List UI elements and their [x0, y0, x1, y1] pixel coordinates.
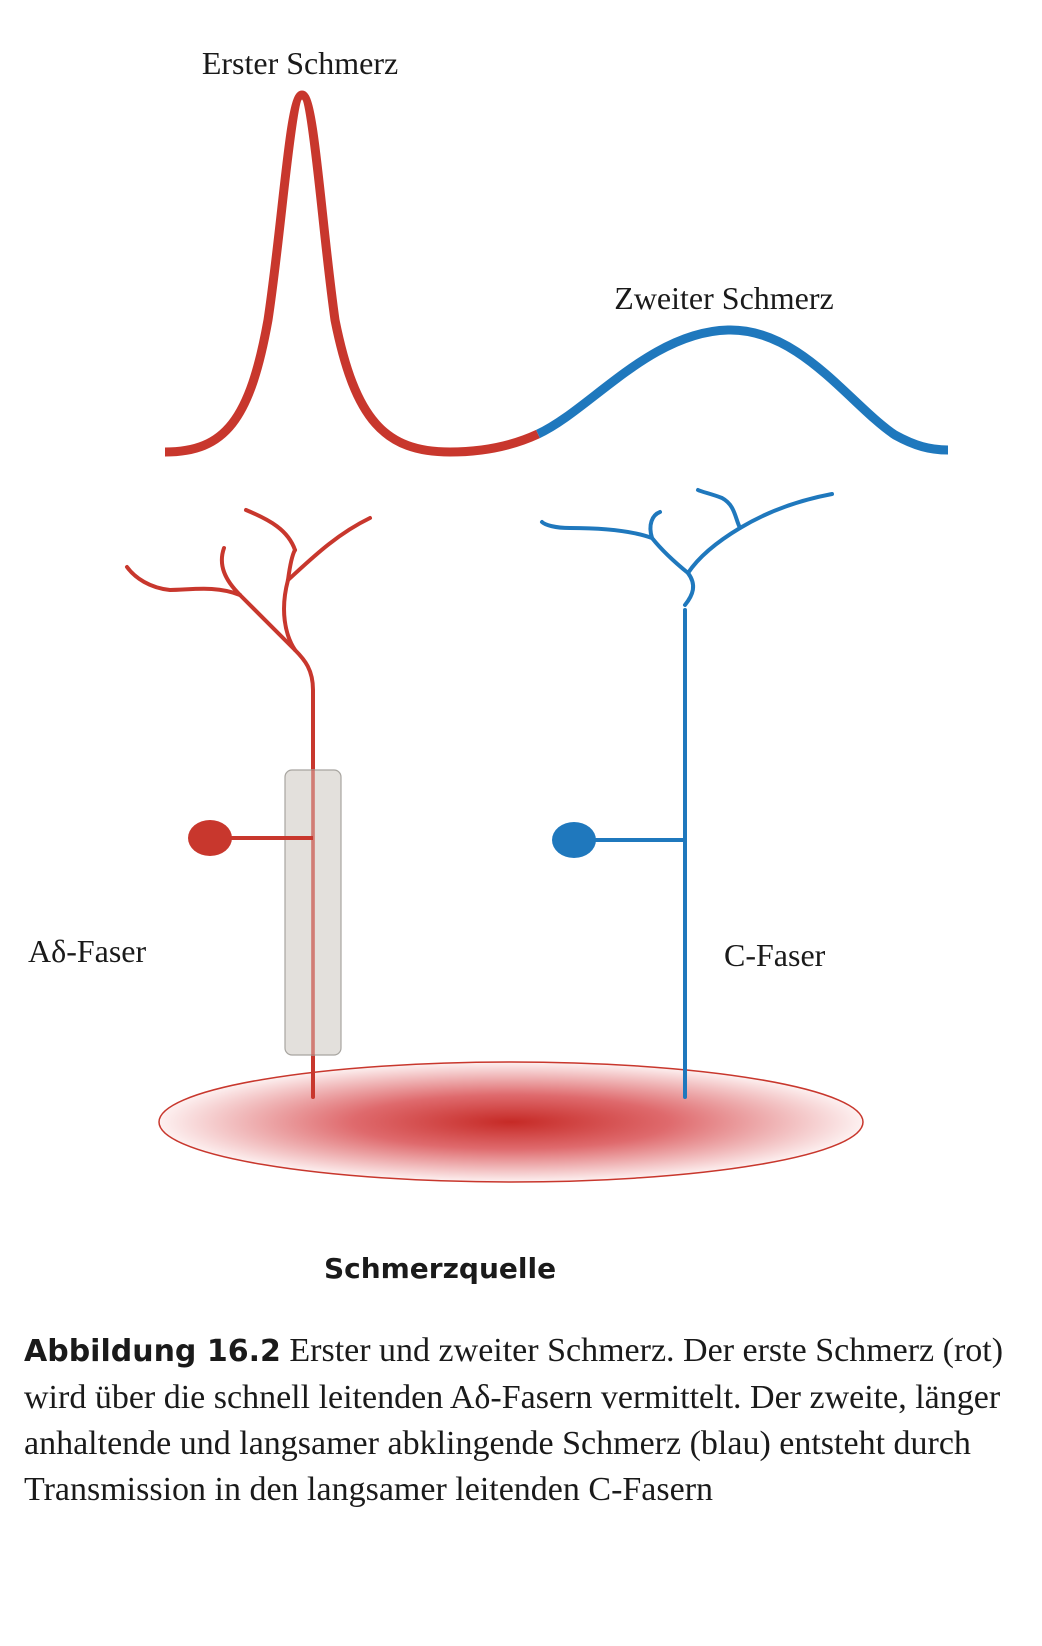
second-pain-label: Zweiter Schmerz: [614, 280, 833, 316]
figure-caption: Abbildung 16.2 Erster und zweiter Schmer…: [24, 1328, 1014, 1513]
a-delta-cell-body: [188, 820, 232, 856]
first-pain-curve: [164, 90, 540, 457]
pain-source-ellipse: [158, 1061, 864, 1183]
pain-source-label: Schmerzquelle: [324, 1252, 556, 1285]
c-fiber-label: C-Faser: [724, 937, 826, 973]
a-delta-fiber-label: Aδ-Faser: [28, 933, 147, 969]
second-pain-curve: [536, 325, 949, 455]
caption-label: Abbildung 16.2: [24, 1334, 281, 1369]
caption-text: Erster und zweiter Schmerz. Der erste Sc…: [24, 1332, 1004, 1508]
pain-diagram: Erster Schmerz Zweiter Schmerz Aδ-Faser …: [28, 45, 949, 1285]
c-fiber: [540, 488, 834, 1099]
first-pain-label: Erster Schmerz: [202, 45, 398, 81]
a-delta-fiber: [125, 508, 372, 1099]
c-cell-body: [552, 822, 596, 858]
